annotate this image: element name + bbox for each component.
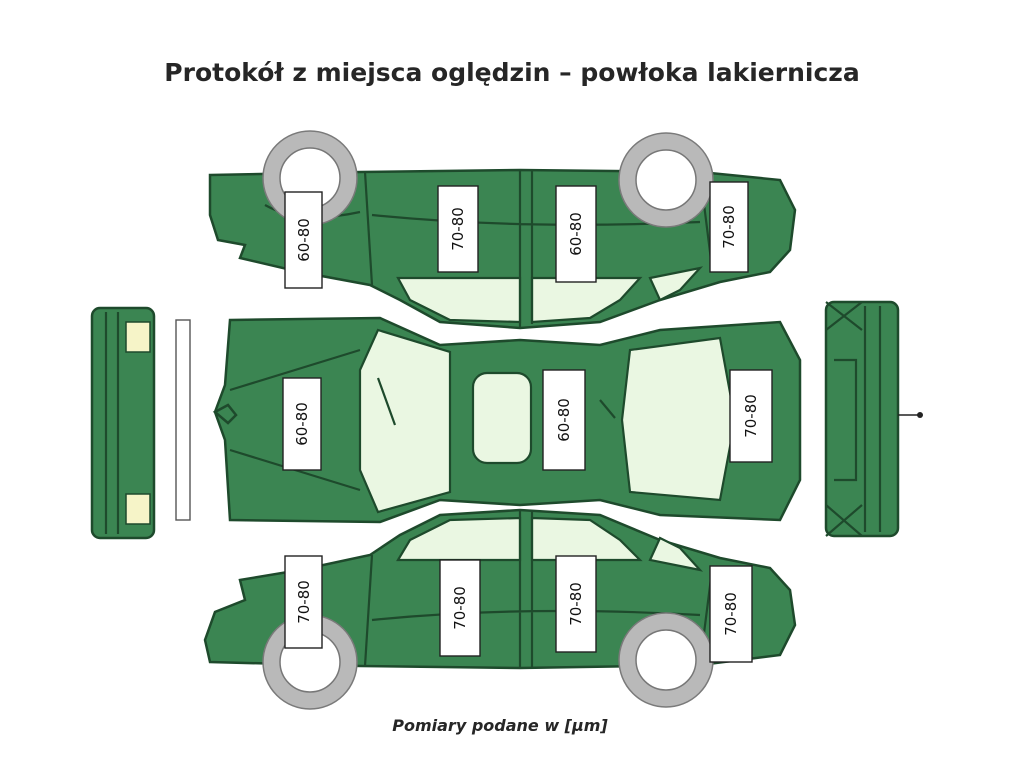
car-side-view-top [208,130,797,330]
measurement-label: 70-80 [709,181,749,273]
front-view-body [90,306,156,540]
roof-view-windshield [358,328,452,514]
front-view-headlight-bottom [125,493,151,525]
svg-text:60-80: 60-80 [293,402,311,446]
side-bottom-panel-lines [363,510,714,668]
svg-text:70-80: 70-80 [742,394,760,438]
side-top-window-quarter [648,266,704,302]
measurement-label: 70-80 [437,185,479,273]
svg-text:70-80: 70-80 [722,592,740,636]
measurement-label: 70-80 [709,565,753,663]
measurement-labels: 60-80 70-80 60-80 70-80 60-80 60-80 70-8… [282,181,773,663]
measurement-label: 60-80 [282,377,322,471]
svg-text:70-80: 70-80 [451,586,469,630]
car-front-view [90,306,191,540]
rear-view-body [824,300,900,538]
roof-view-rear-window [620,336,737,502]
measurement-label: 60-80 [542,369,586,471]
svg-text:70-80: 70-80 [567,582,585,626]
roof-view-emblem [212,403,238,425]
car-rear-view [824,300,923,538]
page-title: Protokół z miejsca oględzin – powłoka la… [164,58,860,87]
side-top-window-front [396,276,522,324]
side-bottom-window-front [396,516,522,562]
measurement-label: 60-80 [284,191,323,289]
measurement-label: 70-80 [284,555,323,649]
rear-view-tow-hook [917,412,923,418]
measurement-label: 60-80 [555,185,597,283]
measurement-unit-note: Pomiary podane w [µm] [392,716,608,735]
side-bottom-window-quarter [648,536,704,572]
side-top-panel-lines [264,170,714,328]
car-side-view-bottom [203,508,797,710]
svg-text:60-80: 60-80 [555,398,573,442]
measurement-label: 70-80 [729,369,773,463]
svg-text:60-80: 60-80 [567,212,585,256]
measurement-label: 70-80 [555,555,597,653]
front-view-headlight-top [125,321,151,353]
measurement-label: 70-80 [439,559,481,657]
svg-text:70-80: 70-80 [720,205,738,249]
svg-text:70-80: 70-80 [449,207,467,251]
car-roof-view [212,316,802,524]
front-view-windshield-strip [175,319,191,521]
svg-text:70-80: 70-80 [295,580,313,624]
roof-view-sunroof [471,371,533,465]
svg-text:60-80: 60-80 [295,218,313,262]
